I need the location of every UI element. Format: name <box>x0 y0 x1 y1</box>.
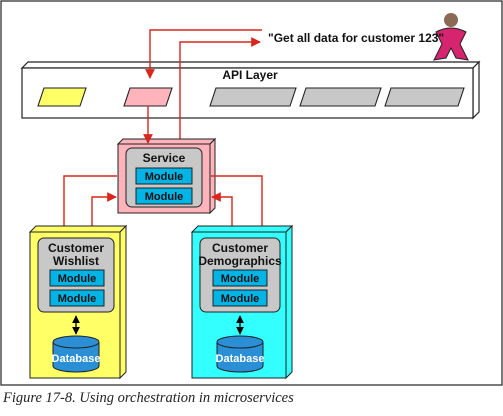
demographics-database-label: Database <box>216 353 265 365</box>
service-demographics-arrows <box>211 175 267 237</box>
api-endpoint-active <box>123 87 173 107</box>
service-wishlist-arrows <box>59 175 117 237</box>
demographics-module-1 <box>212 269 268 287</box>
demographics-database-icon <box>216 335 264 373</box>
service-module-2-label: Module <box>145 191 184 203</box>
service-title: Service <box>143 151 186 165</box>
wishlist-module-1 <box>49 269 105 287</box>
person-icon <box>433 13 469 61</box>
wishlist-module-2-label: Module <box>58 293 97 305</box>
api-endpoint-gray-3 <box>384 87 465 107</box>
demographics-title-line1: Customer <box>212 241 268 255</box>
request-arrow <box>145 29 262 140</box>
wishlist-title-line1: Customer <box>48 241 104 255</box>
wishlist-module-2 <box>49 289 105 307</box>
wishlist-database-icon <box>52 335 100 373</box>
demographics-module-1-label: Module <box>221 273 260 285</box>
api-endpoint-gray-2 <box>299 87 382 107</box>
api-endpoint-yellow <box>37 87 87 107</box>
demographics-title-line2: Demographics <box>198 254 282 268</box>
api-endpoint-gray-1 <box>209 87 297 107</box>
service-box: Service Module Module <box>116 137 217 215</box>
figure-caption: Figure 17-8. Using orchestration in micr… <box>3 390 294 406</box>
wishlist-database-label: Database <box>52 353 101 365</box>
api-layer-title: API Layer <box>222 68 278 82</box>
demographics-module-2 <box>212 289 268 307</box>
wishlist-title-line2: Wishlist <box>53 254 99 268</box>
service-module-2 <box>135 187 193 205</box>
service-module-1 <box>135 167 193 185</box>
request-text: "Get all data for customer 123" <box>268 31 444 45</box>
wishlist-module-1-label: Module <box>58 273 97 285</box>
demographics-module-2-label: Module <box>221 293 260 305</box>
service-module-1-label: Module <box>145 171 184 183</box>
wishlist-service: Customer Wishlist Module Module Database <box>28 224 128 380</box>
demographics-service: Customer Demographics Module Module Data… <box>190 224 294 380</box>
